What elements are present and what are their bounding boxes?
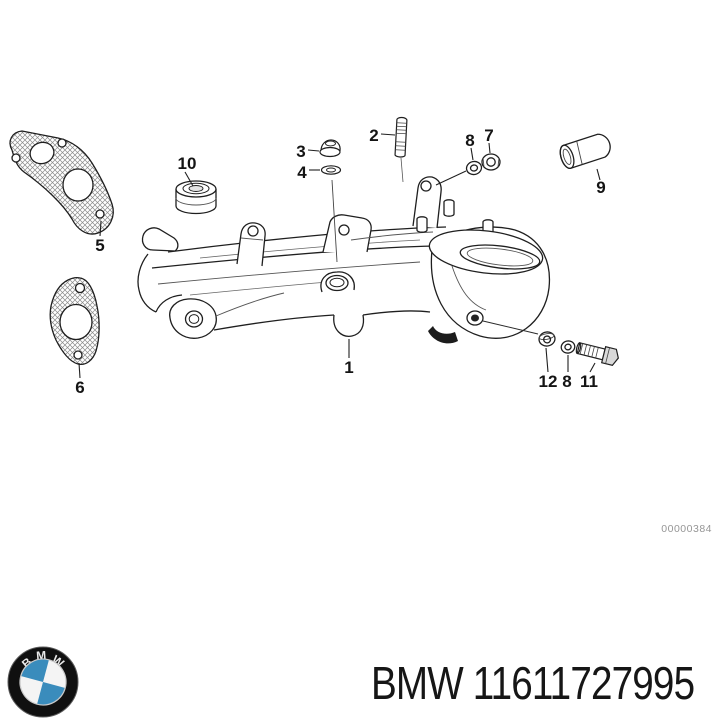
callout-part12-label: 12 [539, 372, 558, 391]
callout-part5-label: 5 [95, 236, 104, 255]
cap-3: 3 [296, 139, 341, 161]
washer-8-top: 8 [435, 131, 483, 186]
nut-12: 12 [538, 331, 558, 391]
callout-part6-label: 6 [75, 378, 84, 397]
callout-part10-label: 10 [178, 154, 197, 173]
callout-part7-label: 7 [484, 126, 493, 145]
callout-part4-label: 4 [297, 163, 307, 182]
bmw-logo-letter-m: M [36, 648, 47, 663]
leader-line-bolt-set [482, 320, 539, 335]
parts-diagram-drawing: 5 6 10 [9, 116, 619, 397]
callout-part11-label: 11 [580, 372, 598, 391]
bmw-logo-quadrants [19, 658, 67, 706]
bolt-11: 11 [575, 342, 619, 391]
washer-4: 4 [297, 163, 342, 263]
bmw-logo: B M W [7, 646, 79, 718]
gasket-5: 5 [9, 130, 114, 255]
stud-2: 2 [369, 116, 408, 183]
diagram-watermark: 00000384 [661, 523, 712, 535]
callout-part3-label: 3 [296, 142, 305, 161]
manifold-1: 1 [137, 176, 551, 377]
grommet-10: 10 [175, 154, 217, 215]
parts-diagram: 5 6 10 [9, 116, 712, 535]
callout-part1-label: 1 [344, 358, 353, 377]
nut-7: 7 [481, 126, 501, 171]
callout-part2-label: 2 [369, 126, 378, 145]
sleeve-9: 9 [559, 133, 611, 197]
part-number-text: BMW 11611727995 [371, 657, 695, 709]
washer-8-bottom: 8 [560, 340, 576, 391]
callout-part8a-label: 8 [465, 131, 474, 150]
gasket-6: 6 [49, 276, 100, 397]
callout-part8b-label: 8 [562, 372, 571, 391]
brand-footer: B M W BMW 11611727995 [0, 640, 720, 720]
callout-part9-label: 9 [596, 178, 605, 197]
